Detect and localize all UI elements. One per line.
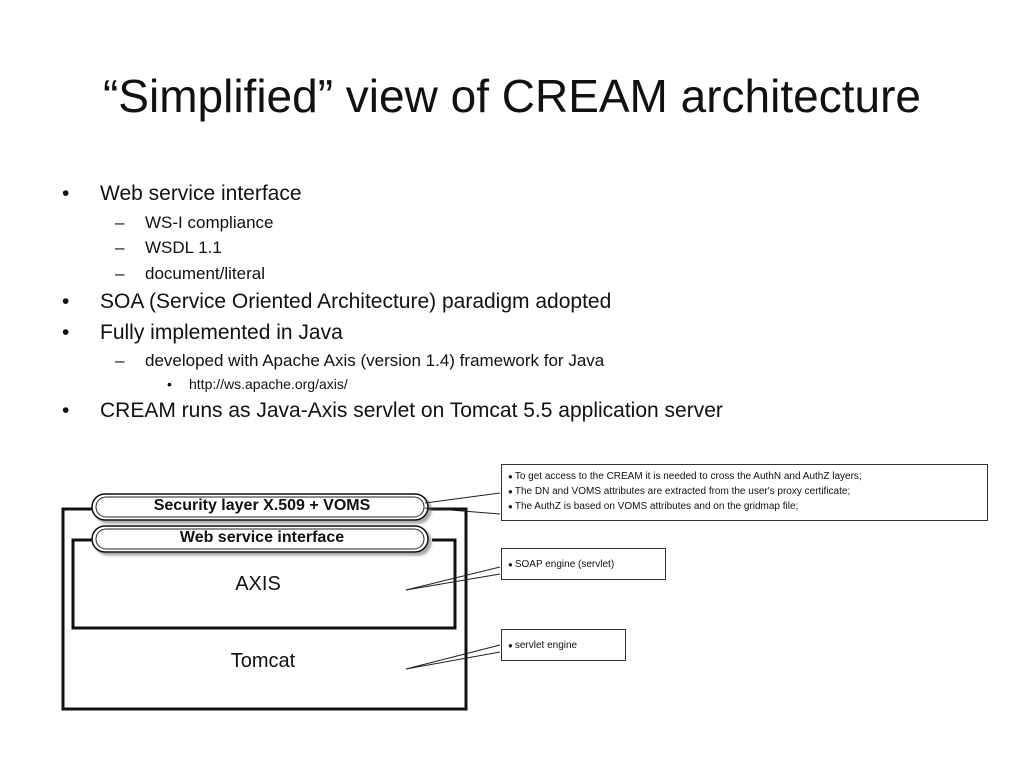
bullet-item: • Fully implemented in Java: [62, 321, 343, 345]
sub-bullet-item: – WSDL 1.1: [115, 238, 222, 258]
sub-bullet-item: – WS-I compliance: [115, 213, 274, 233]
security-callout-lines: [424, 492, 501, 515]
bullet-text: WSDL 1.1: [145, 238, 222, 257]
bullet-text: Fully implemented in Java: [100, 321, 343, 344]
tomcat-callout-lines: [405, 644, 501, 670]
bullet-text: Web service interface: [100, 182, 302, 205]
bullet-text: http://ws.apache.org/axis/: [189, 376, 348, 392]
note-line: ●servlet engine: [508, 640, 578, 651]
note-line: ●SOAP engine (servlet): [508, 559, 615, 570]
security-layer-pill: [91, 493, 429, 521]
bullet-text: document/literal: [145, 264, 266, 283]
bullet-marker: •: [62, 290, 70, 313]
security-note: ●To get access to the CREAM it is needed…: [501, 464, 988, 521]
bullet-marker: •: [62, 182, 70, 205]
bullet-text: developed with Apache Axis (version 1.4)…: [145, 351, 605, 370]
web-service-pill: [91, 525, 429, 553]
slide-title: “Simplified” view of CREAM architecture: [102, 70, 921, 122]
bullet-text: WS-I compliance: [145, 213, 274, 232]
axis-label: AXIS: [235, 573, 281, 595]
note-line: ●The AuthZ is based on VOMS attributes a…: [508, 501, 799, 512]
bullet-item: • SOA (Service Oriented Architecture) par…: [62, 290, 612, 314]
bullet-text: CREAM runs as Java-Axis servlet on Tomca…: [100, 399, 723, 422]
bullet-marker: –: [115, 238, 125, 257]
tomcat-box: [61, 507, 468, 711]
bullet-item: • CREAM runs as Java-Axis servlet on Tomc…: [62, 399, 723, 423]
axis-note: ●SOAP engine (servlet): [501, 548, 666, 580]
bullet-marker: •: [62, 399, 70, 422]
note-line: ●To get access to the CREAM it is needed…: [508, 471, 862, 482]
sub-sub-bullet-item: • http://ws.apache.org/axis/: [167, 376, 348, 392]
axis-callout-lines: [405, 566, 501, 591]
bullet-item: • Web service interface: [62, 182, 302, 206]
tomcat-note: ●servlet engine: [501, 629, 626, 661]
sub-bullet-item: – document/literal: [115, 264, 266, 284]
axis-box: [71, 538, 457, 630]
bullet-marker: –: [115, 264, 125, 283]
sub-bullet-item: – developed with Apache Axis (version 1.4…: [115, 351, 605, 371]
bullet-marker: •: [62, 321, 70, 344]
bullet-marker: •: [167, 376, 172, 392]
bullet-marker: –: [115, 213, 125, 232]
bullet-marker: –: [115, 351, 125, 370]
bullet-text: SOA (Service Oriented Architecture) para…: [100, 290, 612, 313]
note-line: ●The DN and VOMS attributes are extracte…: [508, 486, 851, 497]
web-service-interface-label: Web service interface: [179, 529, 345, 546]
tomcat-label: Tomcat: [230, 650, 296, 672]
security-layer-label: Security layer X.509 + VOMS: [153, 497, 371, 514]
